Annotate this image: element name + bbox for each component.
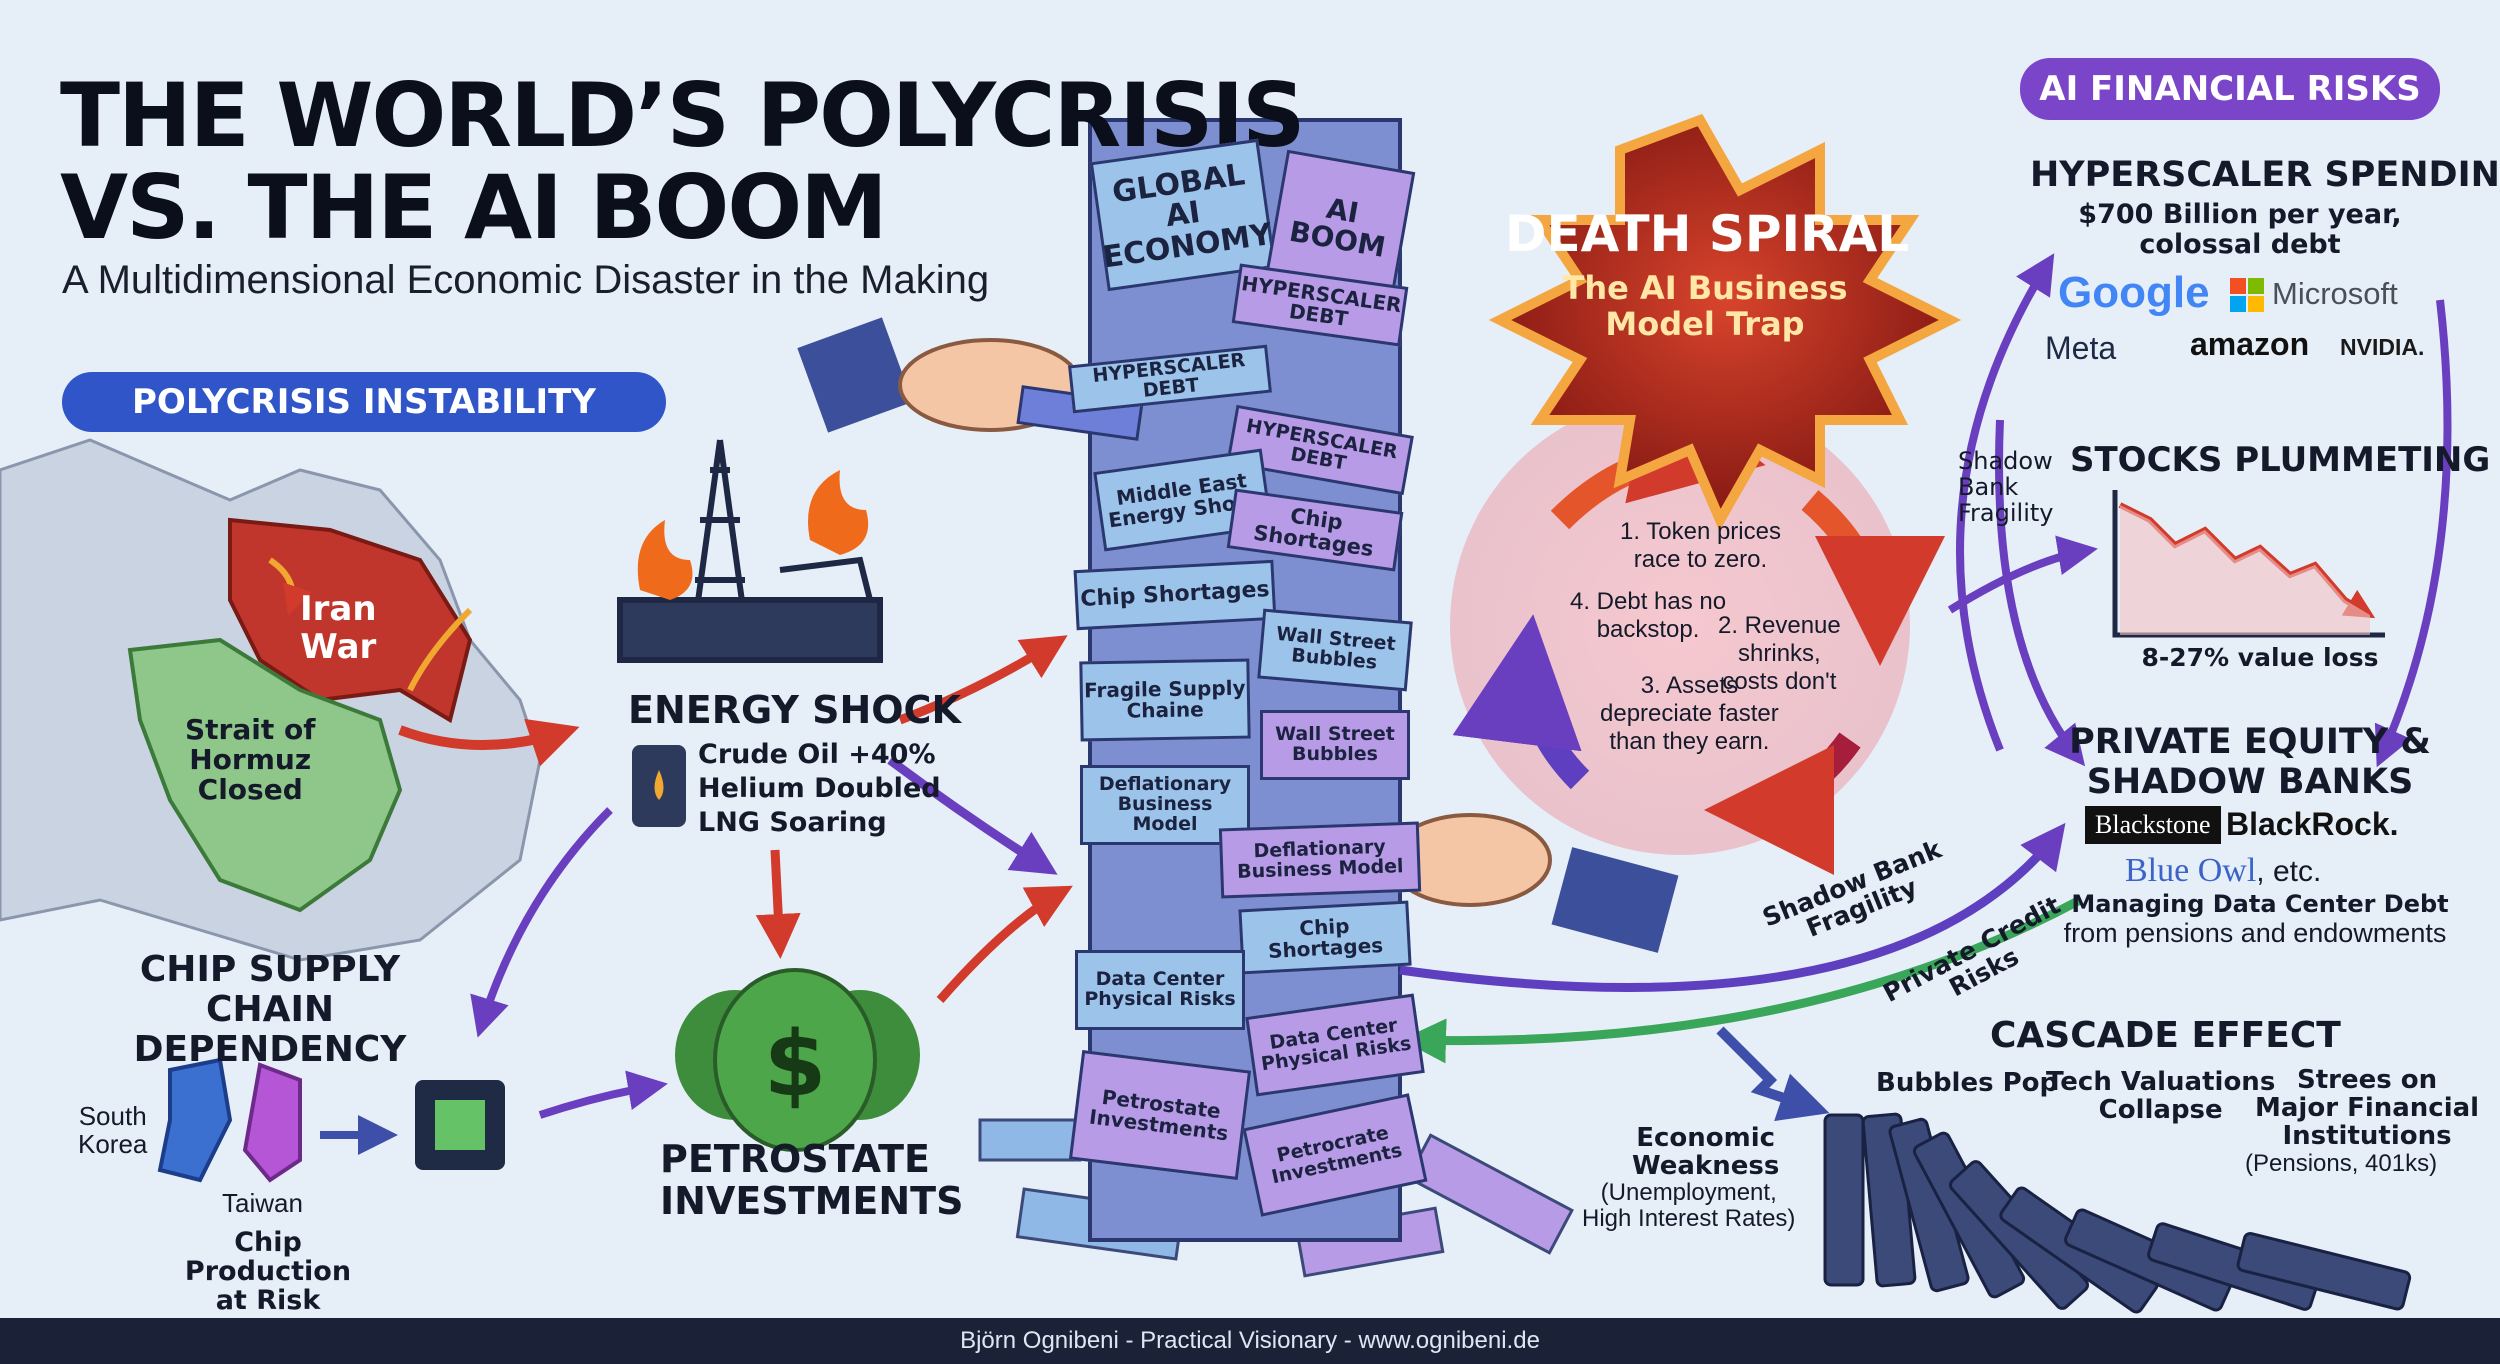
microsoft-logo-icon [2230, 278, 2264, 312]
ai-financial-risks-pill: AI FINANCIAL RISKS [2020, 58, 2440, 120]
spiral-step-2: 2. Revenue shrinks, costs don't [1718, 612, 1841, 695]
petrostate-label: PETROSTATE INVESTMENTS [660, 1137, 964, 1223]
economic-weakness-sub: (Unemployment, High Interest Rates) [1582, 1179, 1796, 1232]
money-bag-icon: $ [675, 968, 920, 1152]
subtitle: A Multidimensional Economic Disaster in … [62, 258, 990, 302]
energy-shock-title: ENERGY SHOCK [628, 688, 961, 732]
google-logo: Google [2058, 268, 2210, 317]
tower-block: Wall Street Bubbles [1260, 710, 1410, 780]
pe-detail-1: Managing Data Center Debt [2071, 890, 2449, 918]
spiral-step-1: 1. Token prices race to zero. [1620, 518, 1781, 573]
tower-block: Deflationary Business Model [1218, 821, 1422, 899]
hyperscaler-detail: $700 Billion per year, colossal debt [2078, 199, 2402, 260]
taiwan-label: Taiwan [222, 1188, 303, 1218]
death-spiral-subtitle: The AI Business Model Trap [1562, 269, 1848, 343]
stocks-caption: 8-27% value loss [2141, 643, 2379, 672]
energy-shock-list: Crude Oil +40% Helium Doubled LNG Soarin… [698, 738, 941, 840]
economic-weakness-label: Economic Weakness [1632, 1123, 1780, 1181]
energy-line: Helium Doubled [698, 773, 941, 804]
spiral-step-3: 3. Assets depreciate faster than they ea… [1600, 672, 1779, 755]
death-spiral-burst [1488, 113, 1962, 532]
oil-rig-icon [617, 439, 883, 663]
amazon-logo: amazon [2190, 326, 2310, 362]
meta-logo: Meta [2045, 330, 2117, 366]
fire-icon [808, 470, 869, 555]
hyperscaler-title: HYPERSCALER SPENDING [2030, 155, 2500, 195]
spiral-step-4: 4. Debt has no backstop. [1570, 588, 1727, 643]
hand-icon [1388, 813, 1679, 953]
domino-icon [1823, 1112, 2412, 1314]
lightning-icon [1716, 1026, 1830, 1122]
death-spiral-title: DEATH SPIRAL [1505, 205, 1910, 263]
blackstone-logo: Blackstone [2085, 806, 2221, 844]
hormuz-label: Strait of Hormuz Closed [185, 713, 316, 806]
chip-supply-title: CHIP SUPPLY CHAIN DEPENDENCY [133, 949, 407, 1070]
chip-risk-label: Chip Production at Risk [184, 1227, 352, 1316]
tower-block: Fragile Supply Chaine [1079, 658, 1251, 742]
energy-line: LNG Soaring [698, 807, 887, 838]
tech-valuations-label: Tech Valuations Collapse [2046, 1067, 2276, 1125]
fire-icon [637, 520, 693, 600]
blue-owl-line: Blue Owl, etc. [2125, 852, 2321, 890]
stocks-title: STOCKS PLUMMETING [2070, 440, 2491, 480]
south-korea-shape [157, 1057, 233, 1183]
line-chart-icon [2112, 490, 2385, 638]
bubbles-pop-label: Bubbles Pop [1876, 1068, 2059, 1098]
oil-barrel-icon [632, 745, 686, 827]
chip-icon [415, 1080, 505, 1170]
middle-east-map [0, 438, 580, 962]
etc-text: , etc. [2256, 855, 2322, 888]
taiwan-shape [242, 1062, 302, 1183]
footer-credit: Björn Ognibeni - Practical Visionary - w… [0, 1318, 2500, 1364]
polycrisis-pill: POLYCRISIS INSTABILITY [62, 372, 666, 432]
tower-block: Wall Street Bubbles [1257, 608, 1413, 692]
energy-line: Crude Oil +40% [698, 739, 936, 770]
iran-war-label: Iran War [300, 589, 377, 667]
nvidia-logo: NVIDIA. [2340, 334, 2425, 360]
shadow-bank-side-label: Shadow Bank Fragility [1958, 447, 2054, 527]
cascade-title: CASCADE EFFECT [1990, 1015, 2341, 1056]
svg-text:$: $ [764, 1012, 827, 1117]
financial-stress-label: Strees on Major Financial Institutions [2255, 1065, 2480, 1151]
south-korea-label: South Korea [78, 1101, 148, 1159]
main-title-line1: THE WORLD’S POLYCRISIS [60, 64, 1305, 167]
tower-block: Chip Shortages [1238, 900, 1412, 975]
microsoft-logo: Microsoft [2272, 276, 2398, 311]
tower-block: Petrostate Investments [1068, 1050, 1252, 1180]
tower-block: Chip Shortages [1073, 559, 1277, 631]
blackrock-logo: BlackRock. [2226, 806, 2399, 842]
financial-stress-sub: (Pensions, 401ks) [2245, 1150, 2438, 1177]
pe-detail-2: from pensions and endowments [2063, 918, 2447, 948]
main-title-line2: VS. THE AI BOOM [60, 156, 888, 259]
pe-title: PRIVATE EQUITY & SHADOW BANKS [2069, 722, 2431, 802]
tower-block: Data Center Physical Risks [1075, 950, 1245, 1030]
blue-owl-logo: Blue Owl [2125, 852, 2257, 889]
